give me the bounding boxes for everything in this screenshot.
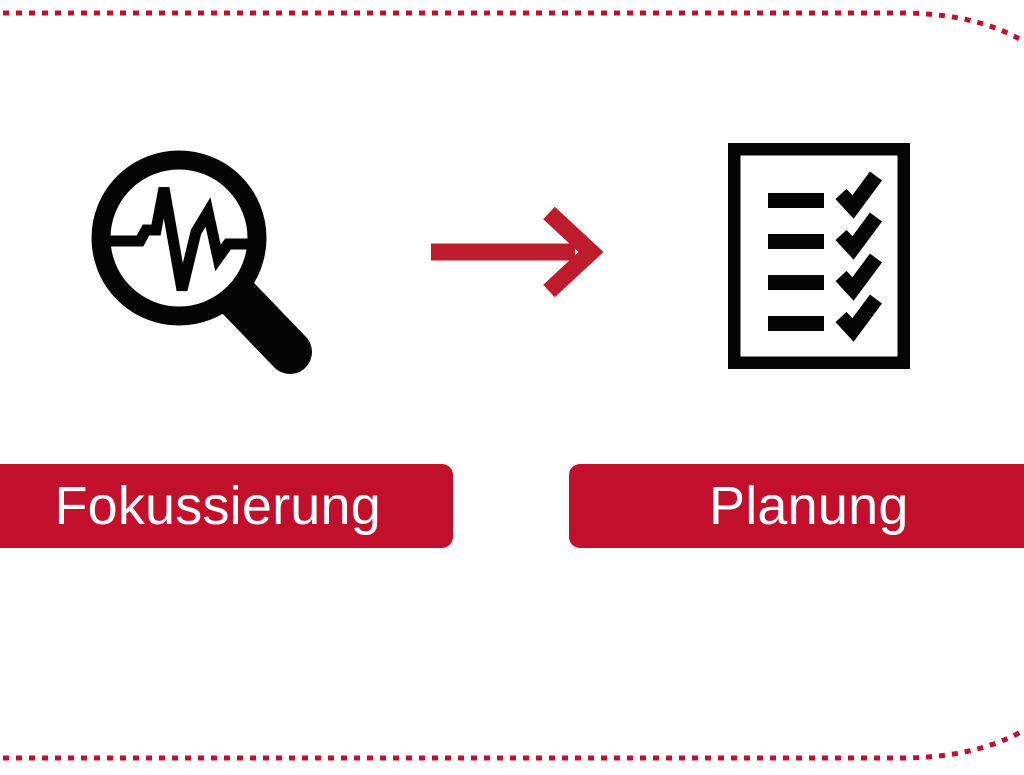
check-icon	[835, 171, 883, 219]
checklist-item-bar	[768, 193, 824, 208]
checklist-item-bar	[768, 316, 824, 331]
step-label-text: Fokussierung	[54, 476, 381, 536]
arrow-right-icon	[425, 200, 610, 305]
step-label-fokussierung[interactable]: Fokussierung	[0, 464, 453, 548]
check-icon	[835, 212, 883, 260]
step-label-text: Planung	[709, 476, 909, 536]
magnifier-pulse-icon	[86, 140, 322, 380]
check-icon	[835, 294, 883, 342]
check-icon	[835, 253, 883, 301]
checklist-item-bar	[768, 234, 824, 249]
step-label-planung[interactable]: Planung	[569, 464, 1024, 548]
checklist-clipboard-icon	[728, 143, 910, 369]
checklist-item-bar	[768, 275, 824, 290]
